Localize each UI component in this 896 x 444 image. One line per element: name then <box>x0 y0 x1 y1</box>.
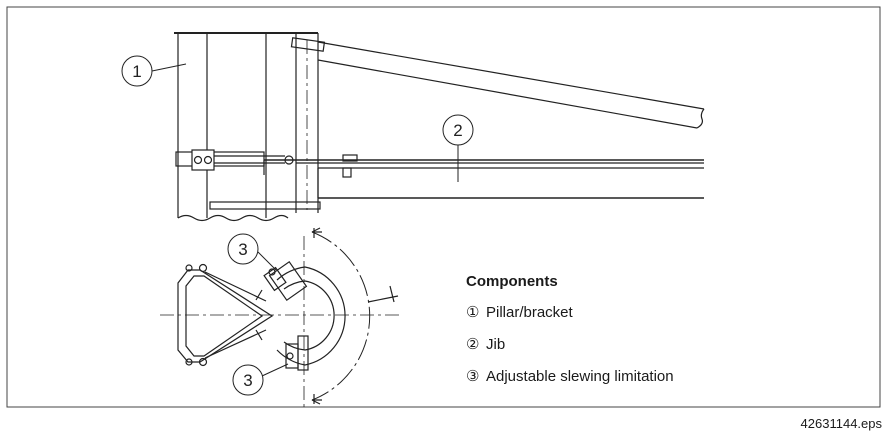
jib-drawing <box>263 41 705 199</box>
callout-1-label: 1 <box>132 62 141 81</box>
callout-leaders-top <box>151 63 459 182</box>
callout-3-upper: 3 <box>227 233 259 265</box>
legend-marker: ② <box>466 336 480 353</box>
file-reference: 42631144.eps <box>800 416 882 431</box>
legend-item-slewing-limitation: ③ Adjustable slewing limitation <box>466 366 766 388</box>
callout-3-upper-label: 3 <box>238 240 247 259</box>
legend-marker: ① <box>466 304 480 321</box>
legend-label: Pillar/bracket <box>486 304 573 321</box>
legend-label: Jib <box>486 336 506 353</box>
callout-3-lower-label: 3 <box>243 371 252 390</box>
callout-leaders-bottom <box>257 251 289 377</box>
components-legend: Components ① Pillar/bracket ② Jib ③ Adjusta… <box>466 273 766 398</box>
callout-2-label: 2 <box>453 121 462 140</box>
plan-view-drawing <box>160 227 402 408</box>
callout-1: 1 <box>121 55 153 87</box>
callout-3-lower: 3 <box>232 364 264 396</box>
legend-label: Adjustable slewing limitation <box>486 368 674 385</box>
legend-marker: ③ <box>466 368 480 385</box>
pillar-bracket-drawing <box>174 32 326 222</box>
callout-2: 2 <box>442 114 474 146</box>
legend-item-pillar-bracket: ① Pillar/bracket <box>466 302 766 324</box>
diagram-border <box>6 6 881 408</box>
legend-title: Components <box>466 273 558 290</box>
legend-item-jib: ② Jib <box>466 334 766 356</box>
